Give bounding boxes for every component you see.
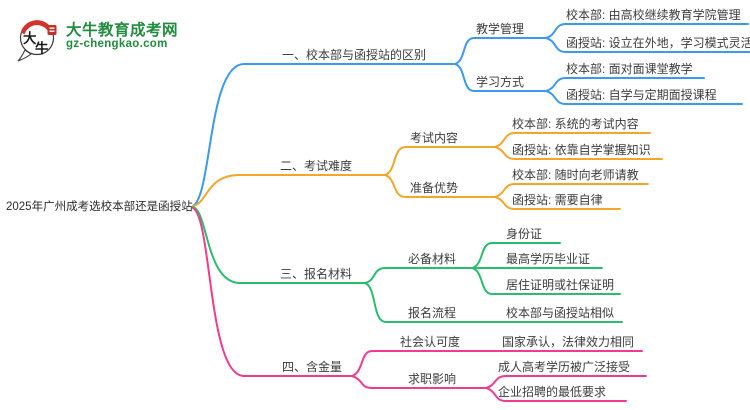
link-branch1-sub1: [454, 37, 547, 65]
link-sub1-leaf22: [494, 146, 663, 160]
root-topic[interactable]: 2025年广州成考选校本部还是函授站: [6, 201, 193, 213]
emblem-char-1: 大: [23, 30, 37, 46]
leaf-node[interactable]: 函授站: 设立在外地，学习模式灵活: [566, 36, 750, 50]
leaf-node[interactable]: 身份证: [506, 227, 543, 241]
link-branch2-sub1: [384, 146, 496, 176]
link-sub2-leaf43: [485, 387, 627, 402]
link-root-branch4: [192, 207, 353, 377]
link-branch3-sub2: [364, 282, 483, 323]
leaf-node[interactable]: 函授站: 需要自律: [512, 193, 603, 207]
brand-logo-icon: 大 牛: [17, 20, 57, 62]
link-root-branch2: [192, 174, 386, 207]
leaf-node[interactable]: 国家承认，法律效力相同: [502, 335, 635, 349]
link-branch1-sub2: [454, 63, 547, 92]
link-sub1-leaf11: [545, 23, 749, 39]
link-branch4-sub2: [351, 375, 487, 389]
link-branch2-sub2: [384, 174, 496, 198]
branch2-sub2-label[interactable]: 准备优势: [410, 181, 459, 195]
branch4-sub2-label[interactable]: 求职影响: [408, 372, 457, 386]
branch1-label[interactable]: 一、校本部与函授站的区别: [282, 48, 427, 62]
link-sub2-leaf23: [494, 183, 649, 198]
leaf-node[interactable]: 函授站: 自学与定期面授课程: [566, 88, 717, 102]
branch3-sub2-label[interactable]: 报名流程: [408, 306, 457, 320]
link-sub1-leaf12: [545, 37, 750, 53]
leaf-node[interactable]: 企业招聘的最低要求: [498, 385, 607, 399]
leaf-node[interactable]: 居住证明或社保证明: [506, 278, 615, 292]
leaf-node[interactable]: 函授站: 依靠自学掌握知识: [512, 143, 651, 157]
leaf-node[interactable]: 校本部: 随时向老师请教: [512, 168, 639, 182]
link-sub2-leaf24: [494, 196, 621, 210]
leaf-node[interactable]: 校本部: 系统的考试内容: [512, 117, 639, 131]
link-branch3-sub1: [364, 267, 473, 284]
link-sub2-leaf14: [545, 90, 743, 105]
site-logo[interactable]: 大 牛 大牛教育成考网 gz-chengkao.com: [12, 8, 242, 64]
branch3-sub1-label[interactable]: 必备材料: [408, 252, 457, 266]
leaf-node[interactable]: 校本部: 由高校继续教育学院管理: [566, 8, 741, 22]
branch3-label[interactable]: 三、报名材料: [280, 267, 353, 281]
branch2-sub1-label[interactable]: 考试内容: [410, 131, 459, 145]
leaf-node[interactable]: 校本部与函授站相似: [506, 306, 615, 320]
branch1-sub1-label[interactable]: 教学管理: [476, 22, 525, 36]
brand-domain: gz-chengkao.com: [66, 38, 168, 50]
leaf-node[interactable]: 最高学历毕业证: [506, 252, 591, 266]
link-branch4-sub1: [351, 350, 463, 377]
link-sub1-leaf31: [471, 242, 561, 269]
branch1-sub2-label[interactable]: 学习方式: [476, 75, 525, 89]
link-sub1-leaf21: [494, 132, 651, 148]
link-root-branch1: [192, 63, 456, 207]
leaf-node[interactable]: 校本部: 面对面课堂教学: [566, 62, 693, 76]
branch4-label[interactable]: 四、含金量: [282, 360, 343, 374]
branch4-sub1-label[interactable]: 社会认可度: [400, 335, 461, 349]
leaf-node[interactable]: 成人高考学历被广泛接受: [498, 360, 631, 374]
link-sub1-leaf33: [471, 267, 621, 295]
link-sub2-leaf13: [545, 77, 705, 92]
brand-name: 大牛教育成考网: [66, 22, 179, 39]
link-sub2-leaf42: [485, 375, 647, 389]
branch2-label[interactable]: 二、考试难度: [280, 159, 353, 173]
link-root-branch3: [192, 206, 366, 284]
emblem-char-2: 牛: [35, 40, 49, 56]
